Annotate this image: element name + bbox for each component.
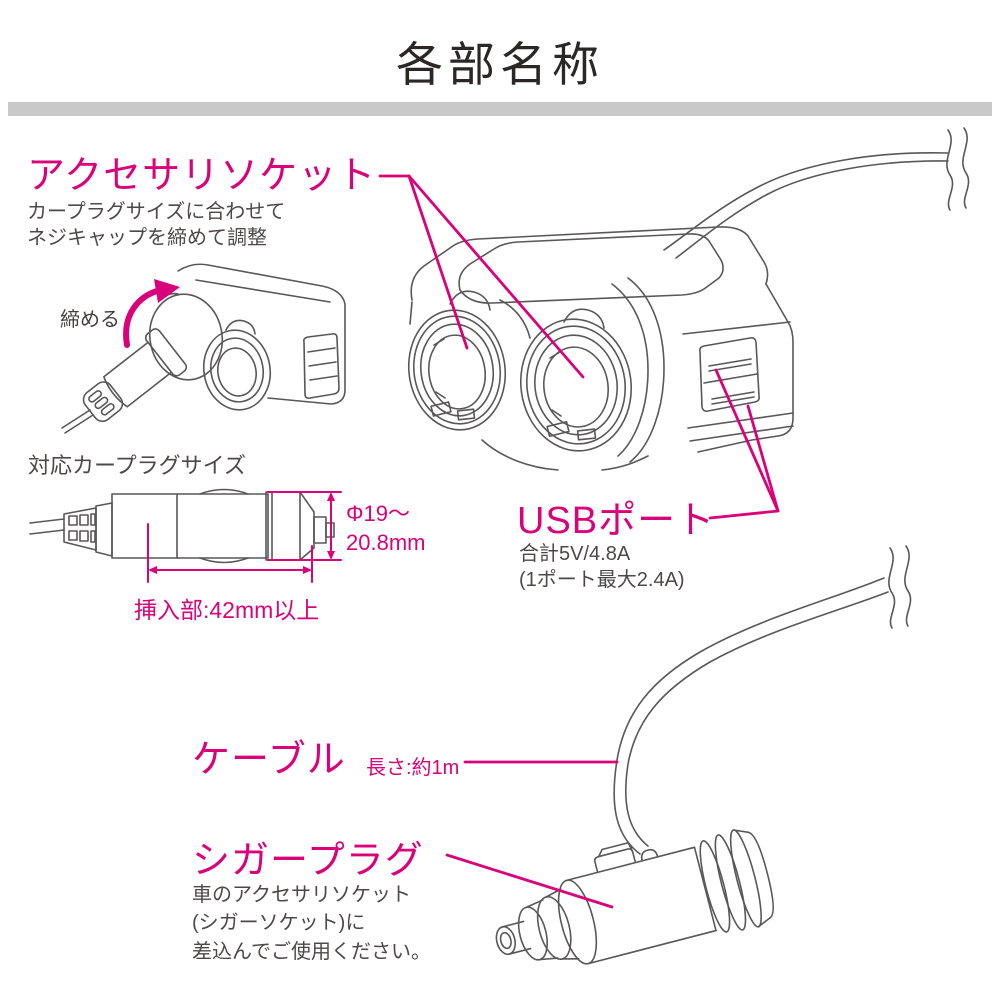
accessory-socket-desc-line1: カープラグサイズに合わせて [27,201,286,223]
plug-size-art [29,488,335,564]
usb-port-leader-lines [708,368,780,520]
accessory-socket-label: アクセサリソケット [27,155,377,197]
usb-port-spec: 合計5V/4.8A (1ポート最大2.4A) [519,541,685,593]
tighten-note: 締める [60,309,120,331]
plug-diameter-line1: Φ19〜 [346,501,411,526]
tighten-usage-art [61,263,346,434]
usb-port-spec-line1: 合計5V/4.8A [519,543,631,565]
page-title: 各部名称 [396,38,604,91]
bottom-cable-art [613,545,912,855]
top-cable-art [663,127,970,259]
cigar-plug-desc: 車のアクセサリソケット (シガーソケット)に 差込んでご使用ください。 [192,881,431,966]
diameter-dimension-lines [267,491,342,561]
accessory-socket-leader-lines [378,174,585,379]
cigar-plug-desc-line1: 車のアクセサリソケット [192,884,411,906]
tighten-arrow-icon [123,279,180,348]
plug-size-heading: 対応カープラグサイズ [28,453,247,478]
accessory-socket-desc-line2: ネジキャップを締めて調整 [27,227,267,249]
cigar-plug-label: シガープラグ [192,840,424,882]
usb-ports-art [699,337,760,412]
cable-length-note: 長さ:約1m [366,757,460,779]
accessory-socket-ring-1 [407,290,507,431]
usb-port-spec-line2: (1ポート最大2.4A) [519,569,685,591]
plug-insertion-dimension: 挿入部:42mm以上 [134,597,320,623]
insertion-dimension-lines [147,523,313,583]
cigar-plug-art [495,545,912,965]
cigar-plug-leader-line [445,853,614,909]
accessory-socket-desc: カープラグサイズに合わせて ネジキャップを締めて調整 [27,199,285,251]
cigar-plug-desc-line3: 差込んでご使用ください。 [192,940,431,963]
accessory-socket-ring-2 [519,308,633,452]
title-divider-bar [8,102,992,116]
cigar-plug-desc-line2: (シガーソケット)に [192,912,366,935]
plug-diameter-dimension: Φ19〜 20.8mm [346,500,425,557]
usb-port-label: USBポート [517,500,716,542]
cable-label: ケーブル [192,739,346,781]
plug-diameter-line2: 20.8mm [346,529,426,555]
main-device-art [407,127,970,471]
